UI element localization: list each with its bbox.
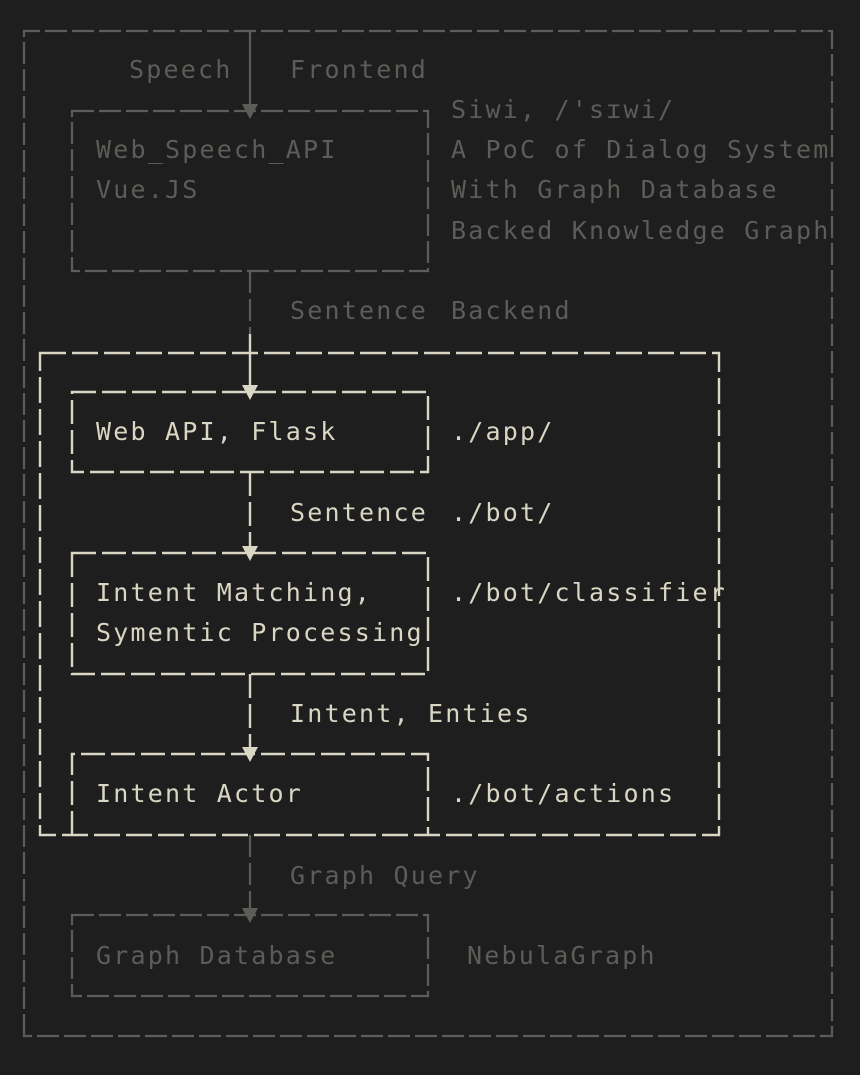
classifier-path: ./bot/classifier [451, 578, 727, 607]
edge-sentence-bot-label: Sentence [290, 498, 428, 527]
nebulagraph-label: NebulaGraph [467, 941, 657, 970]
graphdb-box-label: Graph Database [96, 941, 338, 970]
edge-sentence-label: Sentence [290, 296, 428, 325]
webapi-path: ./app/ [451, 417, 555, 446]
frontend-box-line-1: Web_Speech_API [96, 135, 338, 164]
actor-box-label: Intent Actor [96, 779, 303, 808]
backend-frame [38, 351, 721, 837]
bot-path: ./bot/ [451, 498, 555, 527]
webapi-box-label: Web API, Flask [96, 417, 338, 446]
graphdb-box [70, 913, 430, 998]
intent-actor-box [70, 752, 430, 835]
description-line-1: Siwi, /'sɪwi/ [451, 95, 675, 124]
description-line-4: Backed Knowledge Graph [451, 216, 831, 245]
edge-graph-query-label: Graph Query [290, 861, 480, 890]
intent-box-line-1: Intent Matching, [96, 578, 372, 607]
actions-path: ./bot/actions [451, 779, 675, 808]
intent-matching-box [70, 551, 430, 676]
outer-frame [22, 29, 834, 1038]
intent-box-line-2: Symentic Processing [96, 618, 424, 647]
backend-label: Backend [451, 296, 572, 325]
frontend-label: Frontend [290, 55, 428, 84]
speech-label: Speech [129, 55, 233, 84]
edge-intent-label: Intent, Enties [290, 699, 532, 728]
description-line-2: A PoC of Dialog System [451, 135, 831, 164]
arrow-into-webapi-box [242, 385, 258, 400]
description-line-3: With Graph Database [451, 175, 779, 204]
arrow-into-intent-box [242, 546, 258, 561]
frontend-box-line-2: Vue.JS [96, 175, 200, 204]
